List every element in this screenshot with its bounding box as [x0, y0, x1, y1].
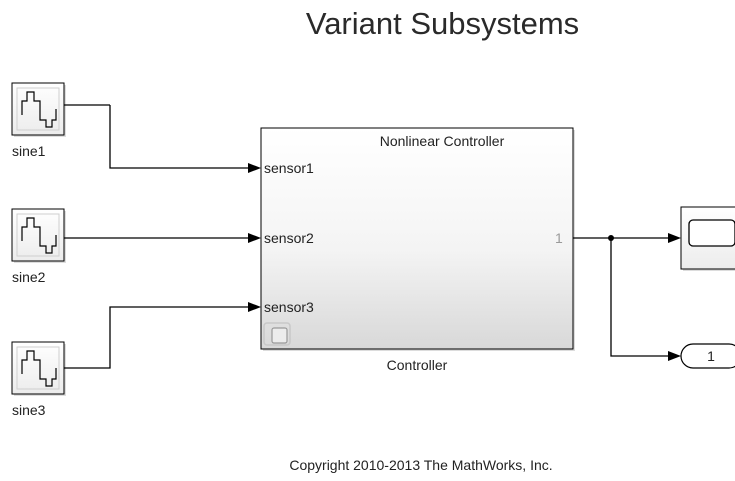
outport-number: 1: [555, 230, 563, 246]
inport-sensor1: sensor1: [264, 160, 314, 176]
sine-block-3[interactable]: [11, 341, 66, 396]
sine-wave-icon: [21, 217, 57, 254]
sine3-label: sine3: [12, 402, 46, 418]
copyright-note: Copyright 2010-2013 The MathWorks, Inc.: [289, 457, 553, 473]
sine1-label: sine1: [12, 143, 46, 159]
sine-wave-icon: [21, 350, 57, 387]
branch-signal-line[interactable]: [610, 238, 675, 357]
scope-screen-icon: [688, 219, 735, 247]
signal-line-3[interactable]: [64, 306, 255, 369]
arrowhead-1: [248, 163, 261, 173]
sine-block-2[interactable]: [11, 208, 66, 263]
scope-block[interactable]: [680, 206, 735, 271]
signal-line-1b[interactable]: [109, 105, 255, 169]
variant-icon: [263, 322, 291, 346]
sine2-label: sine2: [12, 269, 46, 285]
arrowhead-scope: [668, 233, 681, 243]
inport-sensor2: sensor2: [264, 230, 314, 246]
diagram-title: Variant Subsystems: [305, 6, 580, 41]
sine-block-1[interactable]: [11, 82, 66, 137]
outport-block-label: 1: [707, 348, 715, 364]
subsystem-title: Nonlinear Controller: [379, 133, 505, 149]
arrowhead-outport: [668, 351, 681, 361]
arrowhead-3: [248, 302, 261, 312]
outport-block[interactable]: [680, 343, 735, 369]
inport-sensor3: sensor3: [264, 299, 314, 315]
controller-subsystem[interactable]: [260, 127, 575, 351]
subsystem-name: Controller: [386, 357, 448, 373]
arrowhead-2: [248, 233, 261, 243]
sine-wave-icon: [21, 91, 57, 128]
